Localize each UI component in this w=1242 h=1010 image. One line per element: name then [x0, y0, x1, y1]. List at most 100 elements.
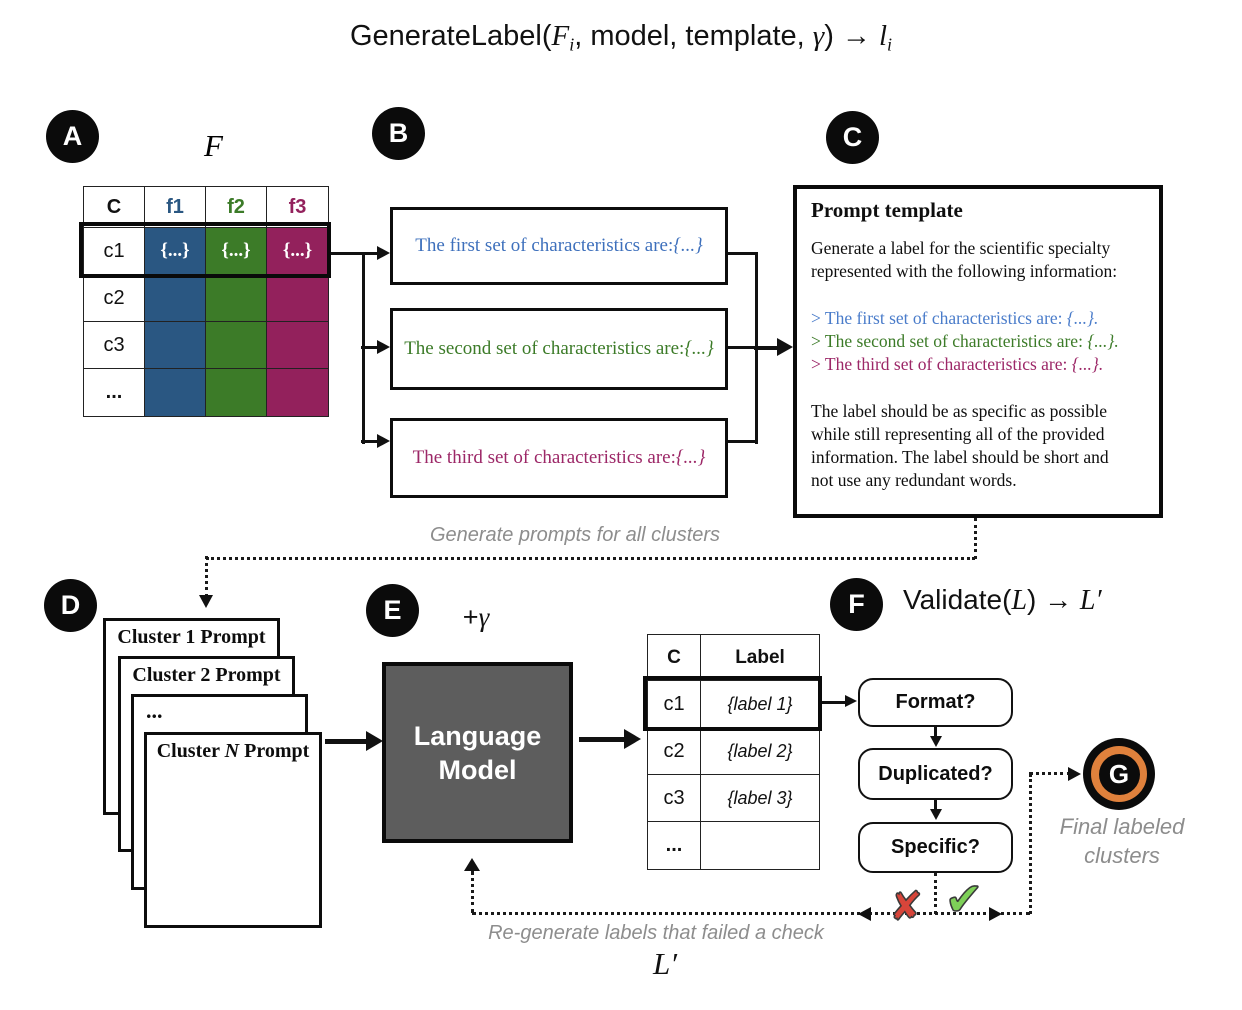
- plus-sign: +: [462, 602, 479, 632]
- arrowhead-icon: [1068, 766, 1081, 781]
- characteristics-box-3: The third set of characteristics are: {.…: [390, 418, 728, 498]
- badge-g-ring: G: [1091, 746, 1147, 802]
- cluster-n: N: [224, 740, 240, 762]
- table-row: ...: [648, 822, 819, 869]
- cluster-id-cell: c1: [648, 681, 701, 728]
- badge-b: B: [372, 107, 425, 160]
- gamma-symbol: γ: [478, 602, 490, 632]
- connector-line: [820, 700, 846, 704]
- feature-col-f2: f2: [206, 187, 267, 228]
- label-table: C Label c1 {label 1} c2 {label 2} c3 {la…: [647, 634, 820, 870]
- feature-cell-f2: [206, 275, 267, 322]
- dotted-connector: [933, 873, 937, 914]
- cluster-n-pre: Cluster: [156, 740, 225, 762]
- arrowhead-icon: [845, 695, 857, 707]
- arrowhead-icon: [929, 809, 942, 820]
- label-col-c: C: [648, 635, 701, 681]
- table-row: c3: [84, 322, 328, 369]
- gamma-parameter-label: +γ: [436, 602, 516, 633]
- regenerate-label: Re-generate labels that failed a check: [488, 922, 824, 944]
- table-row: c3 {label 3}: [648, 775, 819, 822]
- braces-placeholder: {...}.: [1071, 354, 1104, 374]
- title-fn: GenerateLabel(: [349, 20, 552, 52]
- feature-cell-f1: [145, 275, 206, 322]
- feature-cell-f2: {...}: [206, 228, 267, 275]
- characteristics-text-1: The first set of characteristics are:: [415, 235, 674, 256]
- feature-col-c: C: [84, 187, 145, 228]
- validate-L-prime: L′: [1079, 585, 1102, 616]
- label-cell: {label 3}: [701, 775, 819, 822]
- feature-col-f1: f1: [145, 187, 206, 228]
- arrowhead-icon: [858, 906, 871, 921]
- title-gamma: γ: [812, 20, 825, 52]
- connector-line: [327, 251, 363, 255]
- feature-table-header-row: C f1 f2 f3: [84, 187, 328, 228]
- badge-f: F: [830, 578, 883, 631]
- braces-placeholder: {...}: [684, 338, 714, 359]
- label-col-label: Label: [701, 635, 819, 681]
- label-cell: {label 1}: [701, 681, 819, 728]
- cluster-id-cell: c3: [84, 322, 145, 369]
- connector-line: [361, 439, 378, 443]
- dotted-connector: [472, 912, 1030, 915]
- characteristics-box-2: The second set of characteristics are: {…: [390, 308, 728, 390]
- feature-table-caption: F: [204, 128, 223, 163]
- feature-cell-f3: [267, 322, 328, 369]
- braces-placeholder: {...}.: [1087, 331, 1119, 351]
- title-arrow: ) →: [824, 20, 879, 52]
- feature-cell-f2: [206, 369, 267, 416]
- feature-cell-f2: [206, 322, 267, 369]
- braces-placeholder: {...}.: [1066, 308, 1099, 328]
- cluster-prompt-label-n: Cluster N Prompt: [147, 735, 319, 763]
- label-table-header-row: C Label: [648, 635, 819, 681]
- cluster-n-post: Prompt: [239, 740, 310, 762]
- characteristics-text-2: The second set of characteristics are:: [404, 338, 685, 359]
- table-row: ...: [84, 369, 328, 416]
- title-F: F: [551, 20, 570, 52]
- badge-g: G: [1083, 738, 1155, 810]
- pass-check-icon: ✔: [944, 871, 984, 927]
- feature-cell-f3: [267, 369, 328, 416]
- prompt-line-1: > The first set of characteristics are: …: [811, 307, 1145, 330]
- cluster-id-cell: c2: [648, 728, 701, 775]
- validate-title: Validate(L) → L′: [903, 584, 1102, 617]
- dotted-connector: [205, 557, 975, 560]
- check-specific: Specific?: [858, 822, 1013, 873]
- final-clusters-label: Final labeled clusters: [1059, 814, 1185, 868]
- arrowhead-icon: [989, 906, 1002, 921]
- prompt-template-box: Prompt template Generate a label for the…: [793, 185, 1163, 518]
- title-args: , model, template,: [574, 20, 813, 52]
- figure-title: GenerateLabel(Fi, model, template, γ) → …: [0, 20, 1242, 55]
- label-cell: [701, 822, 819, 869]
- table-row: c1 {...} {...} {...}: [84, 228, 328, 275]
- prompt-line-2-text: > The second set of characteristics are:: [811, 331, 1088, 351]
- connector-line: [728, 345, 758, 349]
- cluster-id-cell: c1: [84, 228, 145, 275]
- connector-line: [325, 738, 369, 744]
- prompt-template-title: Prompt template: [811, 198, 963, 222]
- feature-cell-f1: {...}: [145, 228, 206, 275]
- label-cell: {label 2}: [701, 728, 819, 775]
- connector-line: [361, 345, 378, 349]
- cluster-id-cell: c2: [84, 275, 145, 322]
- connector-line: [934, 727, 937, 738]
- dotted-connector: [973, 518, 977, 559]
- cluster-id-cell: ...: [648, 822, 701, 869]
- prompt-line-1-text: > The first set of characteristics are:: [811, 308, 1067, 328]
- dotted-connector: [470, 871, 474, 913]
- check-duplicated: Duplicated?: [858, 748, 1013, 800]
- fail-x-icon: ✘: [888, 883, 923, 931]
- validate-fn: Validate(: [903, 584, 1012, 615]
- cluster-prompt-label-1: Cluster 1 Prompt: [117, 626, 266, 648]
- arrowhead-icon: [624, 729, 641, 749]
- connector-line: [754, 345, 780, 350]
- arrowhead-icon: [377, 246, 390, 260]
- feature-col-f3: f3: [267, 187, 328, 228]
- l-prime-label: L′: [652, 946, 678, 981]
- feature-cell-f3: [267, 275, 328, 322]
- title-l: l: [878, 20, 888, 52]
- title-l-sub: i: [887, 34, 893, 55]
- arrowhead-icon: [463, 858, 480, 871]
- arrowhead-icon: [199, 595, 213, 608]
- cluster-prompt-page-n: Cluster N Prompt: [144, 732, 322, 928]
